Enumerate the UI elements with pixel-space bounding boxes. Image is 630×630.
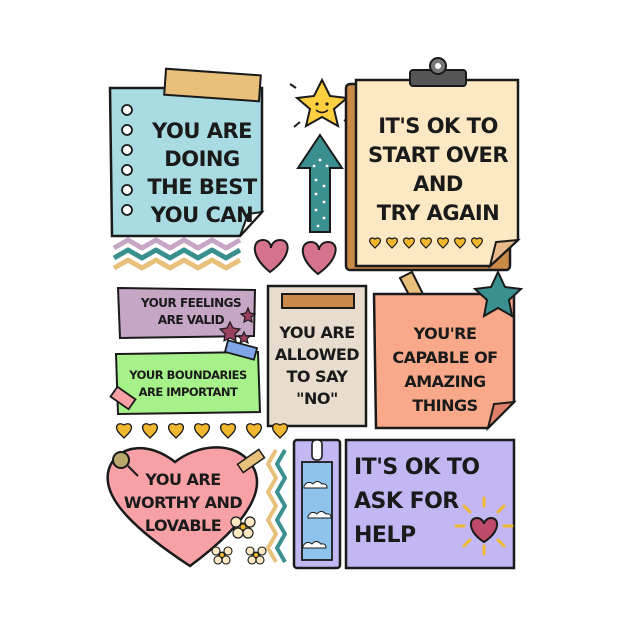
tape — [163, 67, 262, 103]
note-line: HELP — [354, 523, 416, 548]
note-line: IT'S OK TO — [354, 455, 480, 480]
note-line: AND — [413, 172, 463, 196]
star-icon — [218, 320, 242, 343]
heart-worthy — [106, 446, 266, 568]
note-line: ALLOWED — [274, 345, 360, 364]
note-worthy-text: YOU ARE WORTHY AND LOVABLE — [118, 466, 248, 538]
note-capable-text: YOU'RE CAPABLE OF AMAZING THINGS — [378, 318, 512, 422]
flower-icon — [245, 546, 267, 565]
note-line: DOING — [164, 147, 240, 171]
note-start-over-text: IT'S OK TO START OVER AND TRY AGAIN — [366, 108, 510, 232]
zigzag-decoration — [266, 449, 287, 563]
star-icon — [472, 269, 524, 318]
note-line: IT'S OK TO — [378, 114, 498, 138]
heart-icon — [253, 238, 289, 274]
note-line: THINGS — [412, 396, 478, 415]
page-curl — [486, 400, 517, 432]
note-feelings-valid — [116, 286, 257, 345]
note-line: START OVER — [368, 143, 509, 167]
note-line: YOUR BOUNDARIES — [129, 368, 247, 382]
note-line: AMAZING — [404, 372, 486, 391]
tape — [236, 448, 266, 474]
note-line: YOUR FEELINGS — [140, 296, 242, 310]
note-boundaries — [109, 339, 262, 416]
punch-hole — [121, 124, 133, 136]
note-line: TRY AGAIN — [376, 201, 500, 225]
note-line: ARE IMPORTANT — [138, 385, 238, 399]
clipboard-start-over — [344, 57, 521, 272]
tape — [223, 339, 259, 361]
note-line: TO SAY — [286, 367, 348, 386]
sun-heart-icon — [454, 496, 514, 556]
page-curl — [239, 210, 265, 237]
note-line: LOVABLE — [144, 515, 222, 535]
note-ask-help-text: IT'S OK TO ASK FOR HELP — [354, 446, 484, 558]
smiling-star-icon — [289, 77, 351, 128]
punch-hole — [121, 204, 133, 216]
note-line: YOU ARE — [279, 323, 355, 342]
note-doing-best — [108, 67, 265, 238]
note-line: YOU ARE — [145, 469, 221, 489]
up-arrow-icon — [296, 133, 344, 233]
heart-row — [115, 423, 289, 439]
flower-icon — [230, 516, 256, 539]
punch-hole — [121, 144, 133, 156]
heart-row — [369, 237, 483, 249]
page-curl — [488, 238, 521, 270]
pin-icon — [112, 451, 130, 469]
heart-icon — [470, 516, 498, 544]
note-allowed-no — [266, 284, 368, 428]
bookmark-icon — [292, 438, 342, 570]
punch-hole — [121, 164, 133, 176]
tape — [281, 293, 355, 309]
tape — [109, 385, 137, 411]
note-line: CAPABLE OF — [392, 348, 498, 367]
note-boundaries-text: YOUR BOUNDARIES ARE IMPORTANT — [118, 362, 258, 406]
note-line: "NO" — [296, 389, 338, 408]
note-ask-help — [344, 438, 516, 570]
note-line: YOU'RE — [413, 324, 477, 343]
punch-hole — [121, 104, 133, 116]
note-line: ARE VALID — [157, 313, 225, 327]
flower-icon — [211, 546, 233, 565]
heart-icon — [301, 240, 337, 276]
note-allowed-no-text: YOU ARE ALLOWED TO SAY "NO" — [270, 314, 364, 418]
note-line: YOU CAN — [150, 203, 254, 227]
note-feelings-valid-text: YOUR FEELINGS ARE VALID — [136, 290, 246, 334]
star-icon — [239, 306, 257, 324]
punch-hole — [121, 184, 133, 196]
zigzag-decoration — [112, 237, 242, 271]
note-doing-best-text: YOU ARE DOING THE BEST YOU CAN — [142, 114, 262, 232]
note-line: WORTHY AND — [123, 492, 243, 512]
note-line: YOU ARE — [152, 119, 252, 143]
note-line: THE BEST — [147, 175, 257, 199]
note-line: ASK FOR — [354, 489, 459, 514]
star-icon — [236, 330, 252, 345]
